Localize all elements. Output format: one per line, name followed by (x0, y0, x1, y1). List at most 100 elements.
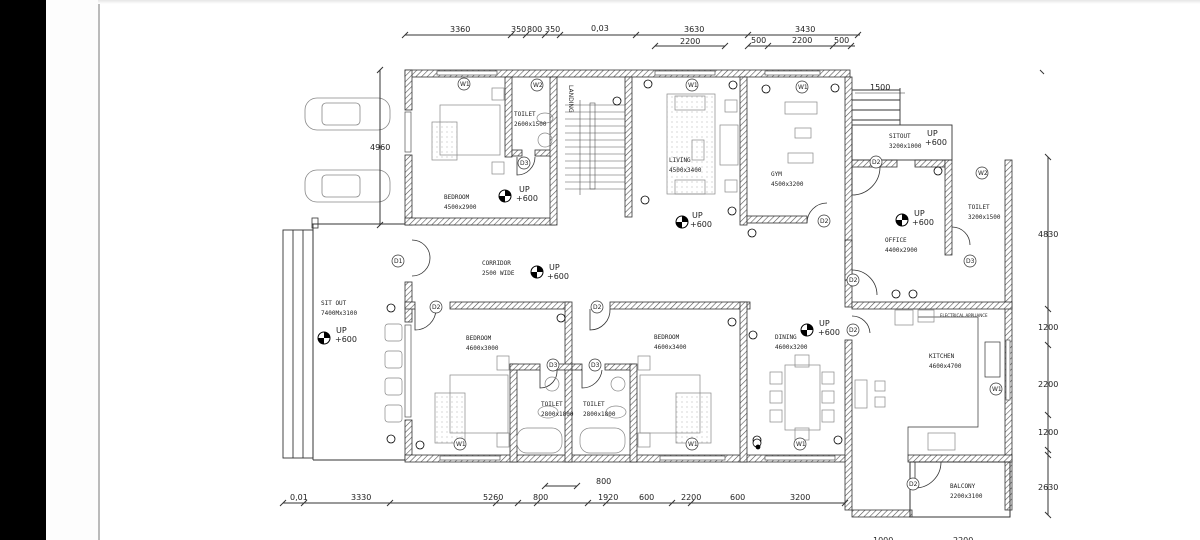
room-kitchen-size: 4600x4700 (929, 363, 962, 370)
room-toilet-2: TOILET (541, 401, 563, 408)
windows (404, 70, 1011, 461)
up-value-5: +600 (818, 328, 840, 337)
room-dining-size: 4600x3200 (775, 344, 808, 351)
furniture (384, 87, 1001, 455)
up-label-2: UP (692, 211, 703, 220)
dim-top-500b: 500 (834, 36, 849, 45)
level-marker-icon (317, 189, 909, 345)
up-label-7: UP (927, 129, 938, 138)
svg-text:D2: D2 (593, 304, 602, 311)
svg-text:D1: D1 (394, 258, 403, 265)
dim-right-2200: 2200 (1038, 380, 1058, 389)
svg-text:W1: W1 (460, 81, 470, 88)
svg-text:D2: D2 (849, 277, 858, 284)
room-sit-out: SIT OUT (321, 300, 347, 307)
dim-parking-4960: 4960 (370, 143, 390, 152)
dim-right-2630: 2630 (1038, 483, 1058, 492)
room-toilet-office-size: 3200x1500 (968, 214, 1001, 221)
room-balcony: BALCONY (950, 483, 976, 490)
room-dining: DINING (775, 334, 797, 341)
room-toilet-1: TOILET (514, 111, 536, 118)
room-living: LIVING (669, 157, 691, 164)
opening-tag-icons (391, 77, 1003, 491)
left-black-panel (0, 0, 46, 540)
dim-below-1000: 1000 (873, 536, 893, 540)
room-bedroom-2: BEDROOM (466, 335, 492, 342)
up-label-3: UP (549, 263, 560, 272)
dim-bottom-600b: 600 (730, 493, 745, 502)
opening-tag-labels: W1 W2 D3 W1 W1 D2 D2 W2 D3 D1 D2 D2 D3 D… (394, 81, 1002, 488)
up-label-5: UP (819, 319, 830, 328)
door-swings (411, 156, 971, 489)
svg-text:D3: D3 (591, 362, 600, 369)
room-bedroom-1: BEDROOM (444, 194, 470, 201)
dim-top-2200a: 2200 (680, 37, 700, 46)
svg-text:D2: D2 (872, 159, 881, 166)
room-sit-out-size: 7400Mx3100 (321, 310, 358, 317)
svg-text:W1: W1 (456, 441, 466, 448)
svg-text:W1: W1 (688, 82, 698, 89)
room-living-size: 4500x3400 (669, 167, 702, 174)
room-office-size: 4400x2900 (885, 247, 918, 254)
svg-text:W2: W2 (978, 170, 988, 177)
room-gym-size: 4500x3200 (771, 181, 804, 188)
dim-bottom-1920: 1920 (598, 493, 618, 502)
left-margin-panel (46, 0, 100, 540)
dim-right-1200b: 1200 (1038, 428, 1058, 437)
sitout-steps (282, 224, 405, 461)
room-toilet-3: TOILET (583, 401, 605, 408)
room-bedroom-3-size: 4600x3400 (654, 344, 687, 351)
room-toilet-2-size: 2800x1800 (541, 411, 574, 418)
staircase (565, 100, 625, 195)
svg-text:W1: W1 (798, 84, 808, 91)
dim-top-350b: 350 (545, 25, 560, 34)
svg-text:W1: W1 (688, 441, 698, 448)
label-electrical-appliance: ELECTRICAL APPLIANCE (940, 313, 988, 318)
room-kitchen: KITCHEN (929, 353, 955, 360)
room-corridor-size: 2500 WIDE (482, 270, 515, 277)
svg-text:D2: D2 (849, 327, 858, 334)
dim-sitout-1500: 1500 (870, 83, 890, 92)
up-label-1: UP (519, 185, 530, 194)
top-shadow (98, 0, 1200, 4)
dim-top-500a: 500 (751, 36, 766, 45)
dim-top-003: 0,03 (591, 24, 609, 33)
top-dimension-line (401, 31, 862, 50)
dim-bottom-5260: 5260 (483, 493, 503, 502)
up-label-6: UP (914, 209, 925, 218)
car-icon (304, 97, 391, 203)
dim-top-2200b: 2200 (792, 36, 812, 45)
svg-text:W1: W1 (796, 441, 806, 448)
up-value-6: +600 (912, 218, 934, 227)
dim-right-1200a: 1200 (1038, 323, 1058, 332)
room-bedroom-2-size: 4600x3000 (466, 345, 499, 352)
room-sitout: SITOUT (889, 133, 911, 140)
room-toilet-1-size: 2600x1500 (514, 121, 547, 128)
svg-text:W2: W2 (533, 82, 543, 89)
room-bedroom-1-size: 4500x2900 (444, 204, 477, 211)
room-sitout-size: 3200x1000 (889, 143, 922, 150)
dim-bottom-3330: 3330 (351, 493, 371, 502)
label-landing: LANDING (567, 85, 574, 113)
dim-bottom-800: 800 (533, 493, 548, 502)
dim-top-350a: 350 (511, 25, 526, 34)
svg-text:D2: D2 (909, 481, 918, 488)
svg-text:D2: D2 (432, 304, 441, 311)
electrical-point-icons (386, 79, 943, 450)
room-toilet-office: TOILET (968, 204, 990, 211)
dim-bottom-2200: 2200 (681, 493, 701, 502)
dim-top-3360: 3360 (450, 25, 470, 34)
dim-below-2200: 2200 (953, 536, 973, 540)
room-toilet-3-size: 2800x1800 (583, 411, 616, 418)
room-office: OFFICE (885, 237, 907, 244)
up-value-3: +600 (547, 272, 569, 281)
up-value-4: +600 (335, 335, 357, 344)
up-value-2: +600 (690, 220, 712, 229)
svg-text:D2: D2 (820, 218, 829, 225)
bottom-dimension-line (279, 482, 849, 507)
dim-right-4830: 4830 (1038, 230, 1058, 239)
room-bedroom-3: BEDROOM (654, 334, 680, 341)
dim-top-3430: 3430 (795, 25, 815, 34)
dim-bottom-upper-800: 800 (596, 477, 611, 486)
